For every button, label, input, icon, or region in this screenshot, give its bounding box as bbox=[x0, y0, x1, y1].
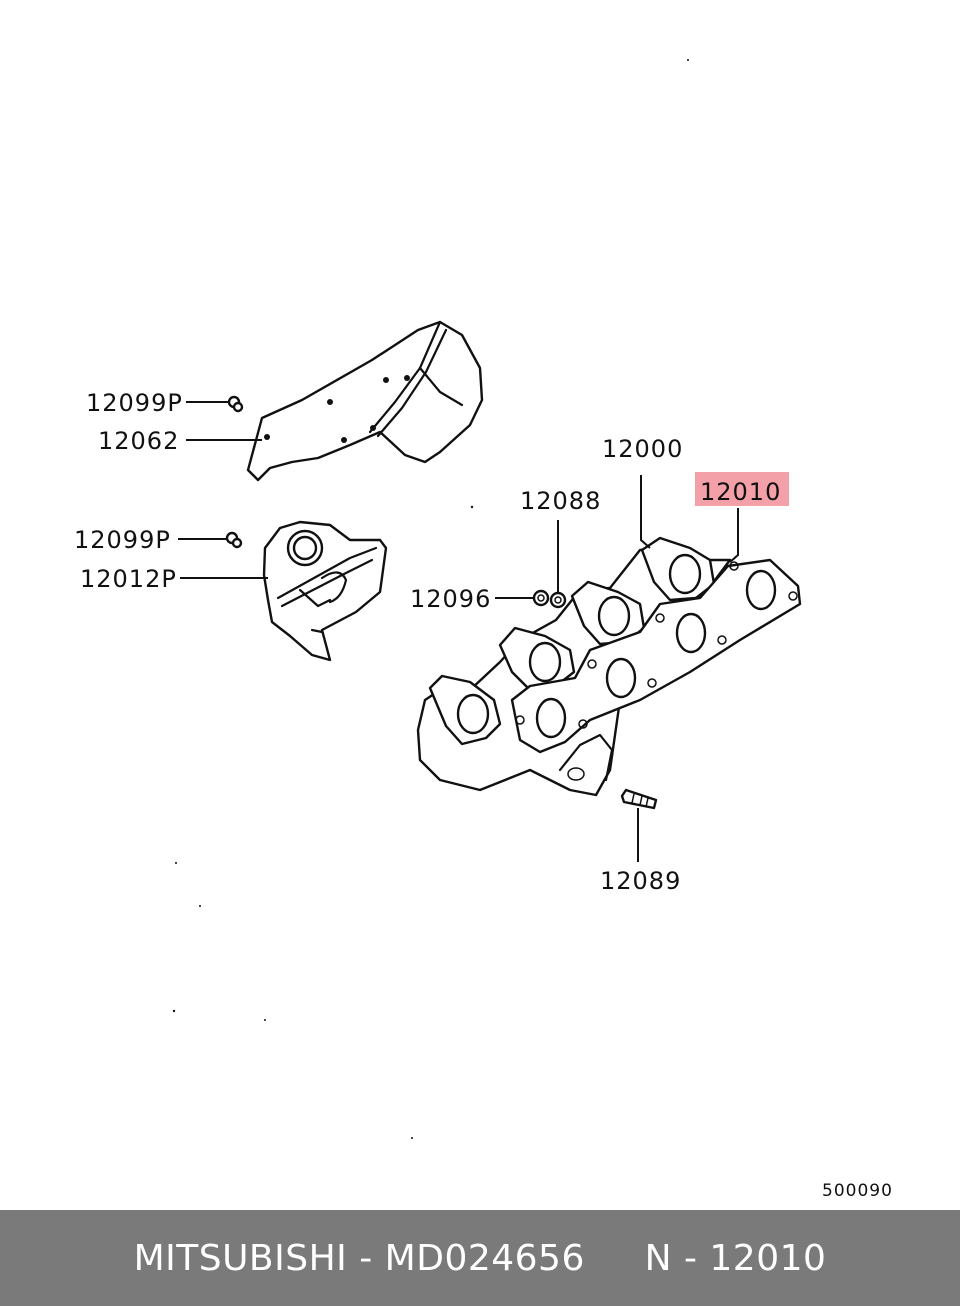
part-label-12096: 12096 bbox=[410, 585, 491, 613]
part-label-12000: 12000 bbox=[602, 435, 683, 463]
part-label-12089: 12089 bbox=[600, 867, 681, 895]
heat-shield-upper-drawing bbox=[246, 320, 484, 482]
exploded-parts-diagram: 12099P 12062 12099P 12012P 12000 12010 1… bbox=[74, 59, 893, 1201]
bolt-12099p-lower-drawing bbox=[225, 531, 243, 549]
part-label-12010: 12010 bbox=[700, 478, 781, 506]
part-label-12088: 12088 bbox=[520, 487, 601, 515]
footer-bar: MITSUBISHI - MD024656 N - 12010 bbox=[0, 1210, 960, 1306]
part-label-12099p-lower: 12099P bbox=[74, 526, 171, 554]
manifold-gasket-drawing bbox=[510, 558, 802, 754]
bolt-12099p-upper-drawing bbox=[227, 395, 244, 413]
washer-12088-drawing bbox=[549, 591, 567, 609]
heat-shield-lower-drawing bbox=[262, 520, 388, 662]
part-label-12062: 12062 bbox=[98, 427, 179, 455]
stud-12089-drawing bbox=[620, 788, 658, 810]
diagram-reference-code: 500090 bbox=[822, 1181, 893, 1201]
part-label-12012p: 12012P bbox=[80, 565, 177, 593]
nut-12096-drawing bbox=[532, 589, 550, 607]
exhaust-manifold-drawing bbox=[416, 536, 732, 797]
footer-part-info: MITSUBISHI - MD024656 N - 12010 bbox=[133, 1237, 827, 1279]
part-label-12099p-upper: 12099P bbox=[86, 389, 183, 417]
highlight-12010 bbox=[695, 472, 789, 506]
